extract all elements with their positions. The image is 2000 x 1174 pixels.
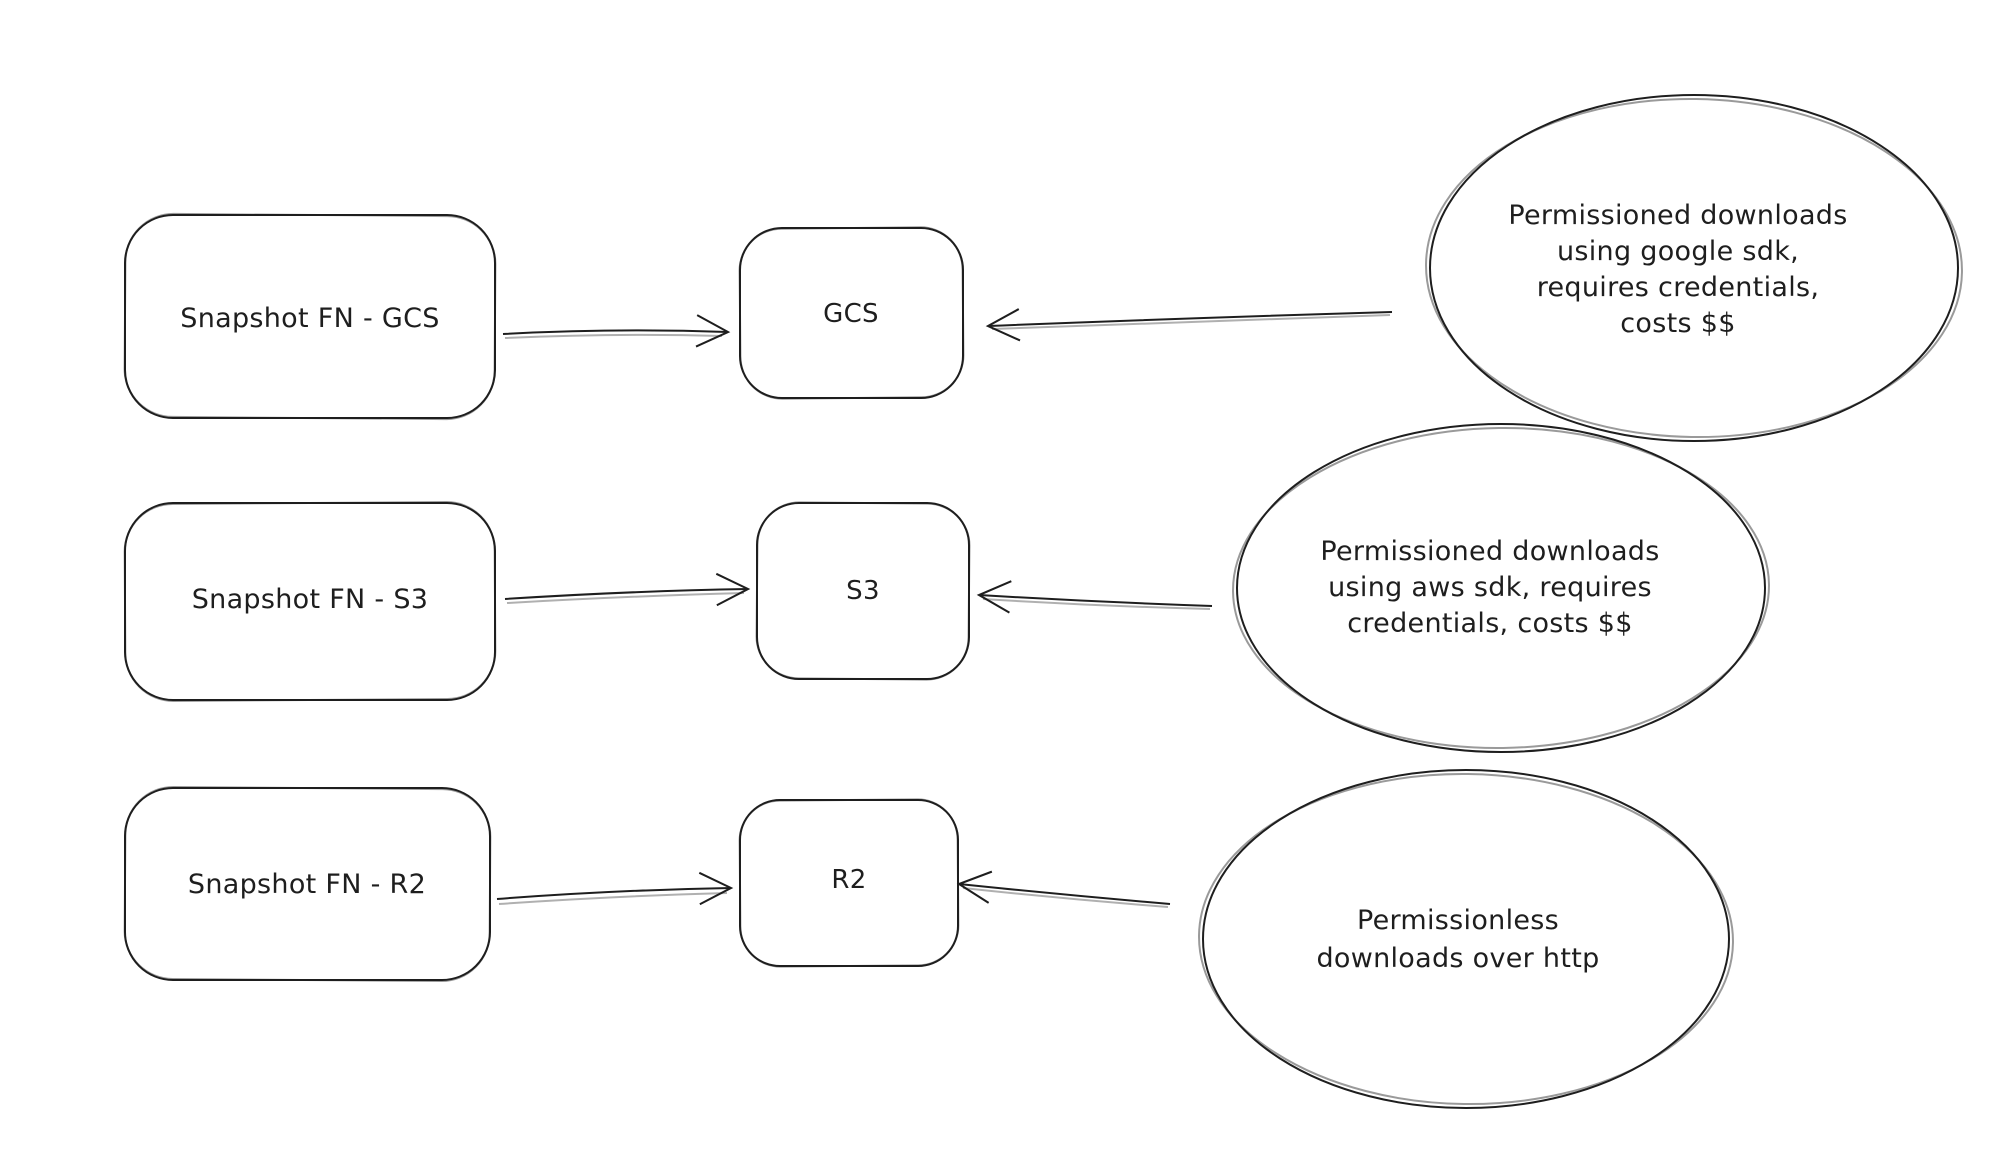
gcs-note-ellipse <box>1429 94 1959 442</box>
arrow-shaft <box>502 314 731 348</box>
arrow-note-gcs-to-gcs <box>985 308 1393 342</box>
note-line: requires credentials, <box>1537 272 1820 303</box>
snapshot-fn-r2-box <box>124 787 491 981</box>
node-snapshot-fn-s3: Snapshot FN - S3 <box>123 501 497 702</box>
gcs-box <box>739 227 964 399</box>
snapshot-fn-gcs-label: Snapshot FN - GCS <box>180 303 439 334</box>
arrow-snapshot-fn-s3-to-s3 <box>504 572 751 607</box>
arrow-shaft-sketch <box>498 892 728 905</box>
node-s3: S3 <box>755 501 971 681</box>
s3-label: S3 <box>846 576 880 606</box>
note-line: downloads over http <box>1316 943 1599 974</box>
arrow-shaft <box>976 580 1213 614</box>
r2-note-ellipse <box>1202 769 1730 1109</box>
node-r2: R2 <box>738 798 960 968</box>
note-line: Permissionless <box>1357 905 1559 936</box>
snapshot-fn-gcs-box <box>124 214 496 419</box>
s3-box-sketch <box>755 501 971 681</box>
snapshot-fn-r2-label: Snapshot FN - R2 <box>188 869 426 900</box>
node-snapshot-fn-gcs: Snapshot FN - GCS <box>123 212 497 421</box>
note-line: using google sdk, <box>1557 236 1799 267</box>
note-bubble-gcs: Permissioned downloads using google sdk,… <box>1425 94 1963 442</box>
arrow-shaft <box>956 870 1171 905</box>
arrow-note-r2-to-r2 <box>956 870 1171 908</box>
gcs-box-sketch <box>738 226 965 400</box>
r2-note-ellipse-sketch <box>1198 772 1734 1106</box>
snapshot-fn-s3-label: Snapshot FN - S3 <box>192 584 429 615</box>
s3-note-ellipse <box>1236 423 1766 753</box>
arrow-snapshot-fn-r2-to-r2 <box>496 871 734 906</box>
node-gcs: GCS <box>738 226 965 400</box>
note-bubble-s3: Permissioned downloads using aws sdk, re… <box>1232 423 1770 753</box>
note-line: Permissioned downloads <box>1508 200 1847 231</box>
arrow-shaft-sketch <box>962 887 1169 908</box>
gcs-label: GCS <box>823 299 879 329</box>
arrow-shaft <box>985 308 1393 342</box>
arrow-snapshot-fn-gcs-to-gcs <box>502 314 731 348</box>
note-line: costs $$ <box>1620 308 1735 339</box>
arrow-shaft <box>504 572 751 607</box>
note-bubble-r2: Permissionless downloads over http <box>1198 769 1734 1109</box>
snapshot-fn-r2-box-sketch <box>123 785 492 983</box>
arrow-shaft-sketch <box>991 314 1391 330</box>
arrow-shaft-sketch <box>506 592 745 604</box>
arrow-shaft <box>496 871 734 906</box>
gcs-note-ellipse-sketch <box>1425 97 1963 439</box>
note-line: using aws sdk, requires <box>1328 572 1652 603</box>
snapshot-fn-s3-box <box>124 502 496 701</box>
s3-note-ellipse-sketch <box>1232 426 1770 750</box>
arrow-shaft-sketch <box>504 333 723 339</box>
s3-box <box>756 502 970 680</box>
note-line: credentials, costs $$ <box>1347 608 1633 639</box>
arrow-shaft-sketch <box>982 598 1211 610</box>
r2-label: R2 <box>831 865 866 895</box>
node-snapshot-fn-r2: Snapshot FN - R2 <box>123 785 492 983</box>
snapshot-fn-gcs-box-sketch <box>123 212 497 421</box>
note-line: Permissioned downloads <box>1320 536 1659 567</box>
arrow-note-s3-to-s3 <box>976 580 1213 614</box>
snapshot-fn-s3-box-sketch <box>123 501 497 702</box>
